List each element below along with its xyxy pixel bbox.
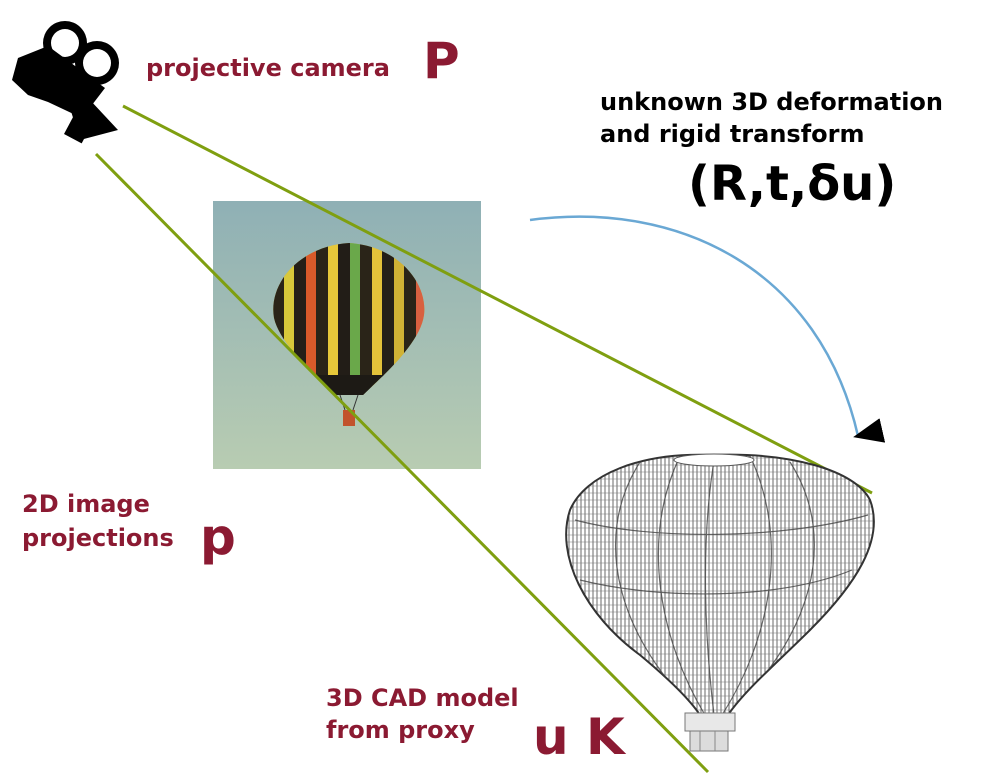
transform-arrow [529, 215, 886, 443]
deformation-label-line2: and rigid transform [600, 120, 865, 148]
projection-label-line2: projections [22, 524, 174, 552]
projection-ray-upper [122, 104, 873, 495]
model-label-line1: 3D CAD model [326, 684, 519, 712]
projection-symbol: p [200, 508, 236, 566]
movie-camera-icon [12, 21, 119, 144]
balloon-envelope [273, 243, 425, 395]
cad-model-wireframe [565, 453, 875, 752]
camera-symbol: P [423, 32, 460, 90]
model-label-line2: from proxy [326, 716, 475, 744]
camera-label: projective camera [146, 52, 390, 84]
deformation-params: (R,t,δu) [688, 156, 897, 212]
projection-ray-lower [94, 152, 710, 774]
model-symbols: u K [533, 708, 625, 766]
balloon-photo [213, 201, 481, 469]
deformation-label-line1: unknown 3D deformation [600, 88, 943, 116]
camera-label-text: projective camera [146, 54, 390, 82]
projection-label-line1: 2D image [22, 490, 150, 518]
